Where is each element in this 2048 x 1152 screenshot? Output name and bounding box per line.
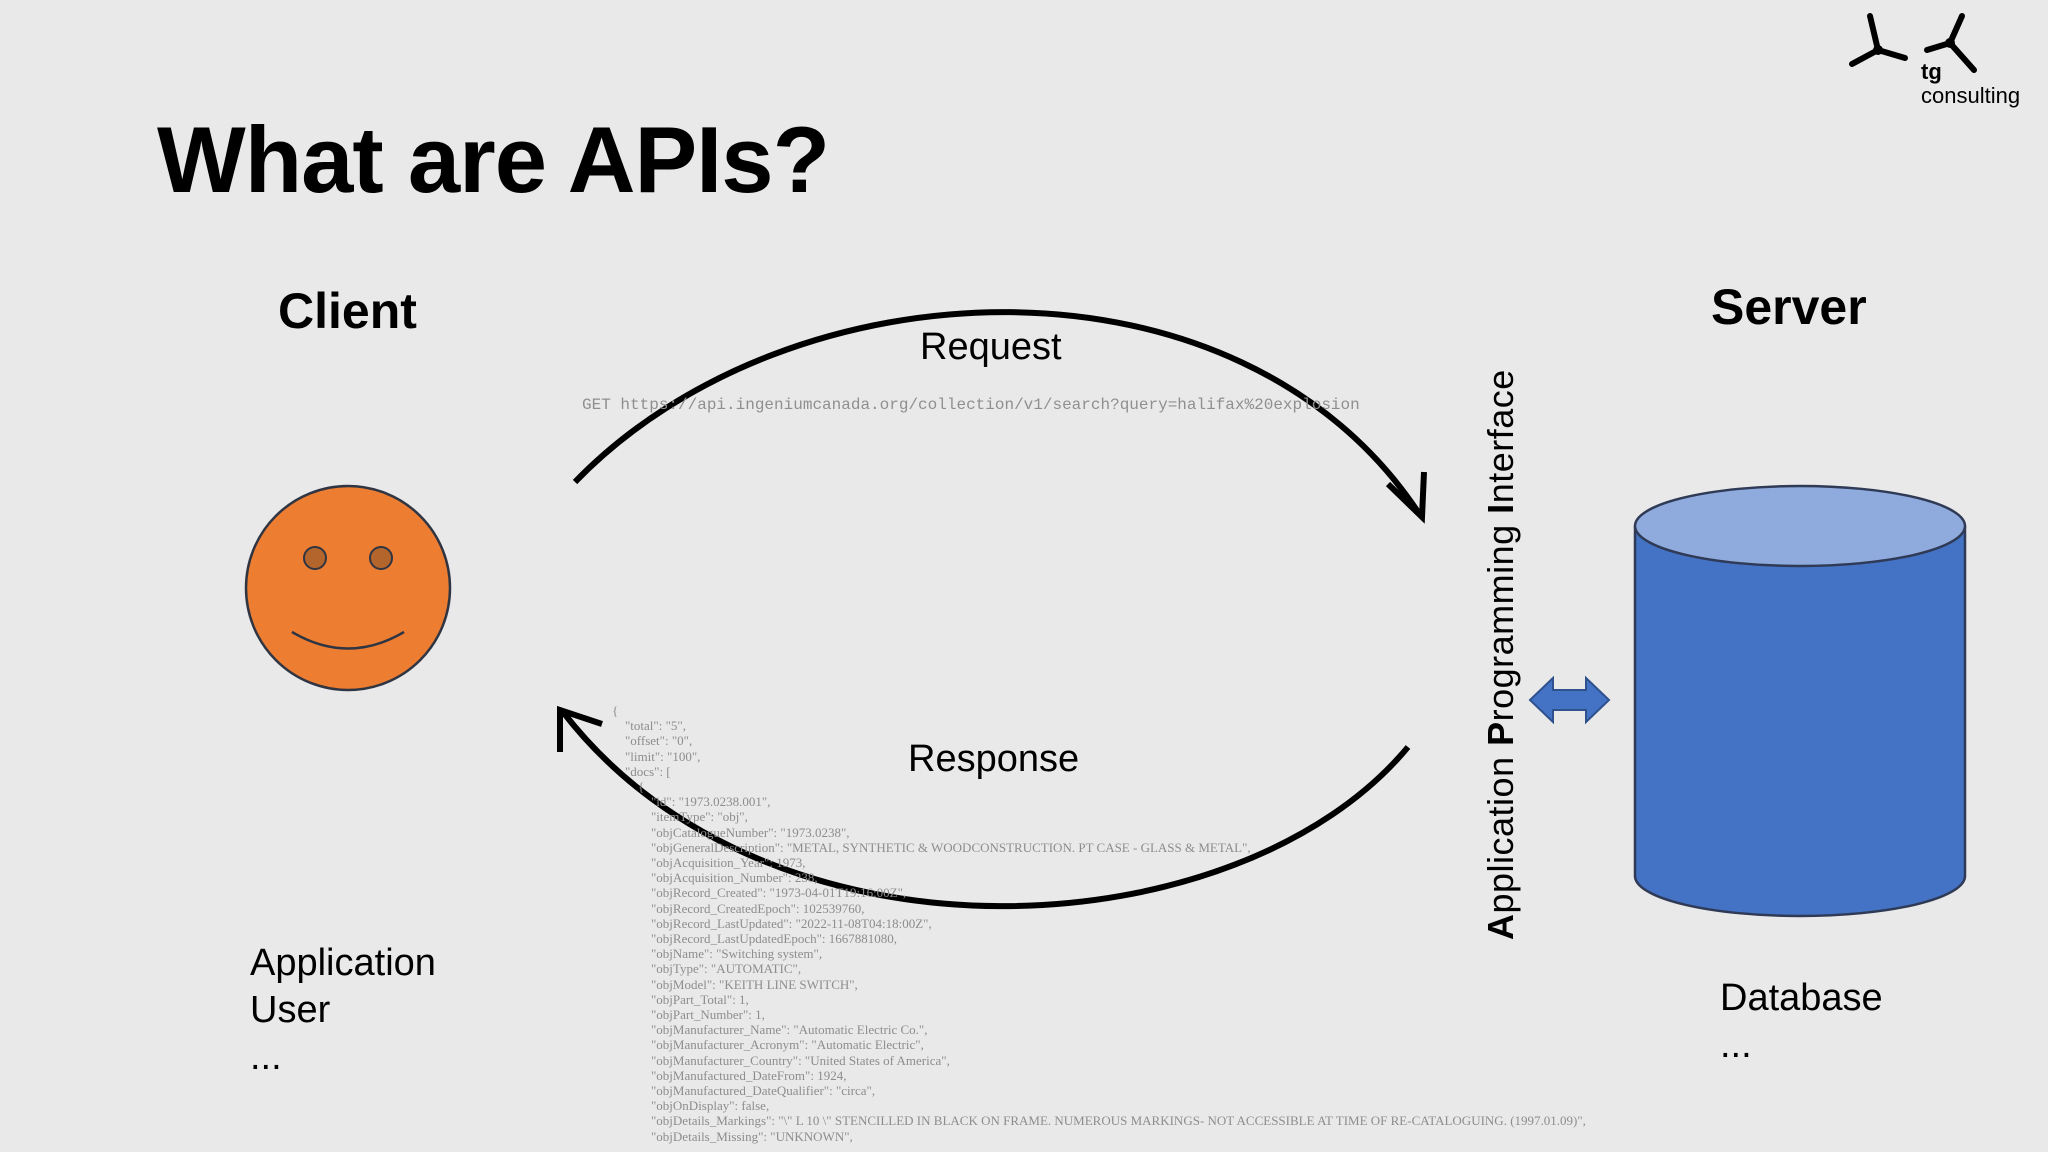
logo-subtitle: consulting (1921, 83, 2021, 108)
database-cylinder-icon (1633, 484, 1967, 918)
server-item-ellipsis: ... (1720, 1024, 1752, 1066)
api-vertical-label: Application Programming Interface (1480, 340, 1522, 940)
logo-brand: tg (1921, 59, 1942, 84)
api-initial-i: I (1480, 503, 1521, 514)
tg-consulting-logo-icon (1849, 13, 1977, 73)
client-item-ellipsis: ... (250, 1036, 282, 1078)
client-item-application: Application (250, 942, 436, 984)
logo-text: tg consulting (1921, 60, 2020, 108)
server-list: Database ... (1720, 975, 1883, 1069)
api-rest-a: pplication (1480, 745, 1521, 914)
double-arrow-icon (1528, 675, 1611, 725)
request-label: Request (920, 326, 1062, 368)
smiley-face-icon (244, 484, 452, 692)
response-arrow (557, 705, 1411, 910)
client-item-user: User (250, 989, 331, 1031)
response-label: Response (908, 738, 1080, 780)
api-initial-p: P (1480, 721, 1521, 746)
server-item-database: Database (1720, 977, 1883, 1019)
slide-title: What are APIs? (157, 107, 830, 212)
client-heading: Client (278, 283, 417, 339)
api-initial-a: A (1480, 913, 1521, 941)
client-list: Application User ... (250, 940, 436, 1081)
api-rest-p: rogramming (1480, 513, 1521, 722)
api-rest-i: nterface (1480, 369, 1521, 504)
request-arrow (572, 309, 1427, 524)
response-example-json: { "total": "5", "offset": "0", "limit": … (612, 703, 1586, 1144)
server-heading: Server (1711, 279, 1867, 335)
request-example-url: GET https://api.ingeniumcanada.org/colle… (582, 396, 1360, 414)
